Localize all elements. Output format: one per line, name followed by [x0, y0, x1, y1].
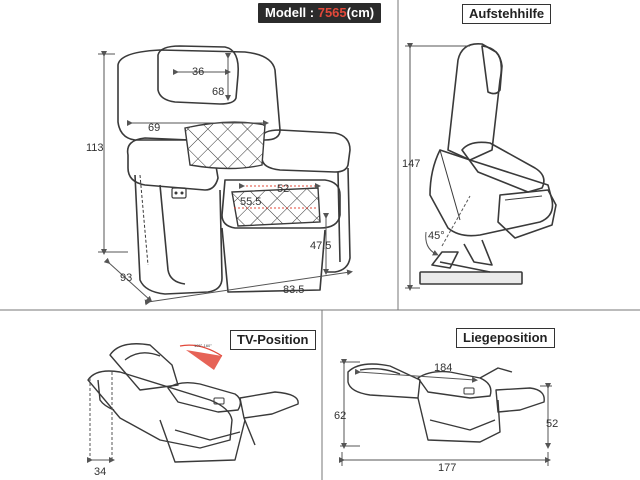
dim-tv-angle: 105°-160°	[194, 343, 212, 348]
panel-label-tv: TV-Position	[230, 330, 316, 350]
title-prefix: Modell :	[265, 5, 318, 20]
lift-dimension-lines	[405, 43, 471, 291]
quilted-seat	[231, 187, 321, 227]
lift-chair	[419, 43, 557, 285]
quilted-lumbar	[184, 121, 266, 170]
dim-lie-length-bottom: 177	[438, 462, 457, 474]
dim-tv-depth: 34	[94, 466, 107, 478]
dim-back-width: 69	[148, 122, 161, 134]
dim-seat-depth: 52	[277, 183, 290, 195]
lie-dimension-lines	[339, 359, 552, 466]
tv-angle-fan	[186, 350, 222, 370]
title-unit: (cm)	[346, 5, 375, 20]
dim-depth: 93	[120, 272, 133, 284]
panel-label-lift: Aufstehhilfe	[462, 4, 552, 24]
dim-width: 83.5	[283, 284, 305, 296]
dim-seat-height: 47.5	[310, 240, 332, 252]
dim-headrest-height: 68	[212, 86, 225, 98]
dim-lie-length-top: 184	[434, 362, 453, 374]
tv-chair	[87, 343, 299, 463]
lie-chair	[347, 363, 545, 443]
title-model-number: 7565	[317, 5, 347, 20]
main-chair	[117, 45, 351, 295]
tv-dimension-lines	[87, 344, 223, 463]
model-title: Modell : 7565(cm)	[258, 3, 382, 23]
dim-headrest-width: 36	[192, 66, 205, 78]
dim-seat-width: 55.5	[240, 196, 262, 208]
dim-total-height: 113	[86, 142, 104, 154]
dim-lift-angle: 45°	[428, 230, 445, 242]
dim-lie-height-right: 52	[546, 418, 559, 430]
main-dimension-lines	[98, 51, 353, 306]
panel-label-lie: Liegeposition	[456, 328, 555, 348]
dim-lift-height: 147	[402, 158, 421, 170]
dim-lie-height-left: 62	[334, 410, 347, 422]
